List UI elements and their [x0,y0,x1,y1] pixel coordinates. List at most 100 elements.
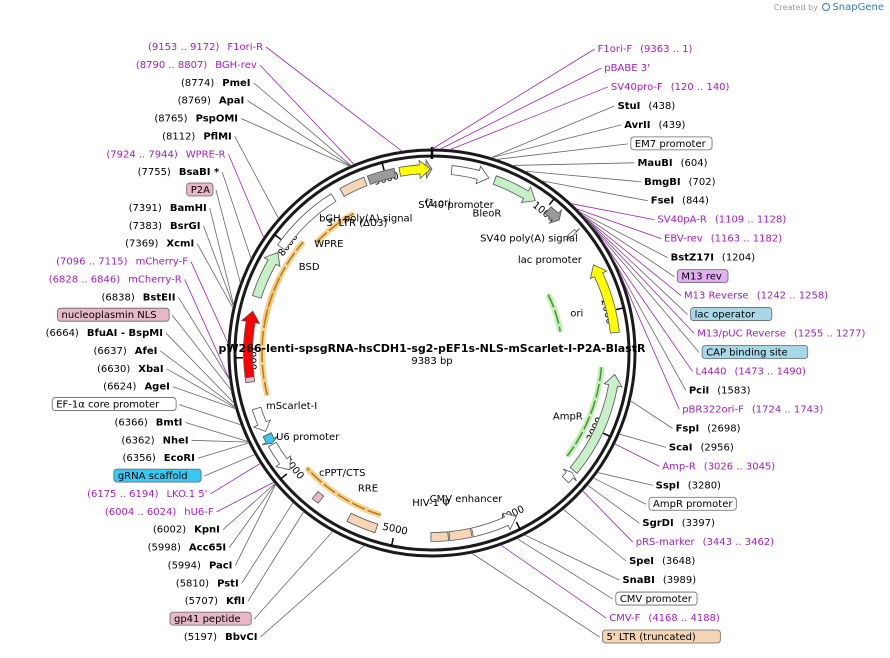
primer-label: (6004 .. 6024)hU6-F [105,507,214,518]
leader-line [576,208,662,240]
leader-line [172,386,236,410]
label-location: (5998) [148,543,181,554]
feature-tag-text: lac operator [695,310,756,321]
feature-arrow [346,512,379,534]
feature-arrow [261,432,279,446]
primer-label: (7096 .. 7115)mCherry-F [56,257,188,268]
label-location: (8769) [178,96,211,107]
label-location: (1109 .. 1128) [715,215,787,226]
feature-label: mScarlet-I [266,401,317,412]
label-location: (6366) [115,417,148,428]
enzyme-label: FseI(844) [651,196,709,207]
label-name: WPRE-R [186,149,226,160]
leader-line [228,483,276,548]
leader-line [222,483,276,531]
primer-label: (9153 .. 9172)F1ori-R [148,42,263,53]
enzyme-label: (5810)PstI [176,578,239,589]
label-name: SV40pA-R [657,215,706,226]
leader-line [449,86,609,151]
label-name: AvrII [624,120,650,131]
leader-line [524,170,642,183]
label-name: PmeI [222,78,250,89]
enzyme-label: (6637)AfeI [93,346,157,357]
primer-label: (6175 .. 6194)LKO.1 5' [87,489,207,500]
leader-line [190,261,229,344]
leader-line [582,490,634,543]
label-location: (6362) [121,435,154,446]
feature-label: RRE [358,484,378,495]
boxed-label: CAP binding site [706,347,788,358]
feature-tag-text: EF-1α core promoter [56,400,160,411]
leader-line [570,203,655,221]
label-location: (3443 .. 3462) [703,537,775,548]
feature-tag-text: M13 rev [681,272,722,283]
label-location: (5810) [176,578,209,589]
label-name: L4440 [695,366,726,377]
label-location: (702) [689,177,716,188]
boxed-label: CMV promoter [620,594,693,605]
feature-tag [186,182,214,197]
credit-prefix: Created by [773,3,818,12]
leader-line [240,118,351,167]
enzyme-label: (7383) BsrGI [129,221,201,232]
orf-line [566,367,603,457]
label-location: (1204) [722,253,755,264]
feature-arrow [448,527,473,542]
label-name: EBV-rev [664,234,703,245]
label-location: (1255 .. 1277) [794,329,866,340]
leader-line [579,211,668,259]
label-name: SspI [656,480,680,491]
label-name: BGH-rev [215,60,257,71]
snapgene-credit: Created by SnapGene [774,2,884,13]
label-location: (8790 .. 8807) [136,60,208,71]
label-location: (7383) [129,221,162,232]
enzyme-label: (5197)BbvCI [184,632,258,643]
label-location: (8765) [154,114,187,125]
leader-line [247,100,351,167]
label-name: M13 Reverse [684,291,749,302]
label-location: (439) [658,120,685,131]
feature-tag-text: 5' LTR (truncated) [607,632,696,643]
label-location: (6630) [97,364,130,375]
label-name: PacI [209,560,232,571]
feature-label: bGH poly(A) signal [319,213,412,224]
leader-line [431,48,595,150]
leader-line [587,221,700,353]
boxed-label: P2A [191,185,210,196]
label-name: LKO.1 5' [166,489,207,500]
leader-line [496,143,628,160]
feature-label: HIV-1 Ψ [412,498,450,509]
label-location: (1583) [717,385,750,396]
label-name: BsrGI [170,221,200,232]
leader-line [491,124,622,159]
feature-arrow [251,406,272,432]
feature-arrow [311,491,325,504]
feature-arrow [471,512,517,538]
feature-arrow [569,373,623,474]
leader-line [630,400,673,429]
enzyme-label: (6630)XbaI [97,364,164,375]
enzyme-label: ScaI(2956) [669,442,734,453]
label-name: KpnI [194,525,220,536]
feature-label: BSD [299,262,320,273]
leader-line [516,538,614,600]
feature-arrow [565,228,580,241]
feature-tag [113,468,202,483]
label-name: MauBI [637,158,672,169]
leader-line [166,368,236,409]
enzyme-label: (7755)BsaBI * [138,167,220,178]
primer-label: (7924 .. 7944)WPRE-R [106,149,225,160]
orf-line [547,294,561,332]
feature-label: 3' LTR (ΔU3) [326,218,387,229]
boxed-label: M13 rev [681,272,722,283]
orf-line [306,467,381,516]
enzyme-label: (6366)BmtI [115,417,183,428]
label-location: (6828 .. 6846) [49,274,121,285]
feature-arrow [450,165,490,185]
feature-arrow [240,310,261,379]
enzyme-label: BmgBI(702) [644,177,716,188]
leader-line [587,484,640,524]
leader-line [165,332,235,404]
leader-line [191,439,249,443]
